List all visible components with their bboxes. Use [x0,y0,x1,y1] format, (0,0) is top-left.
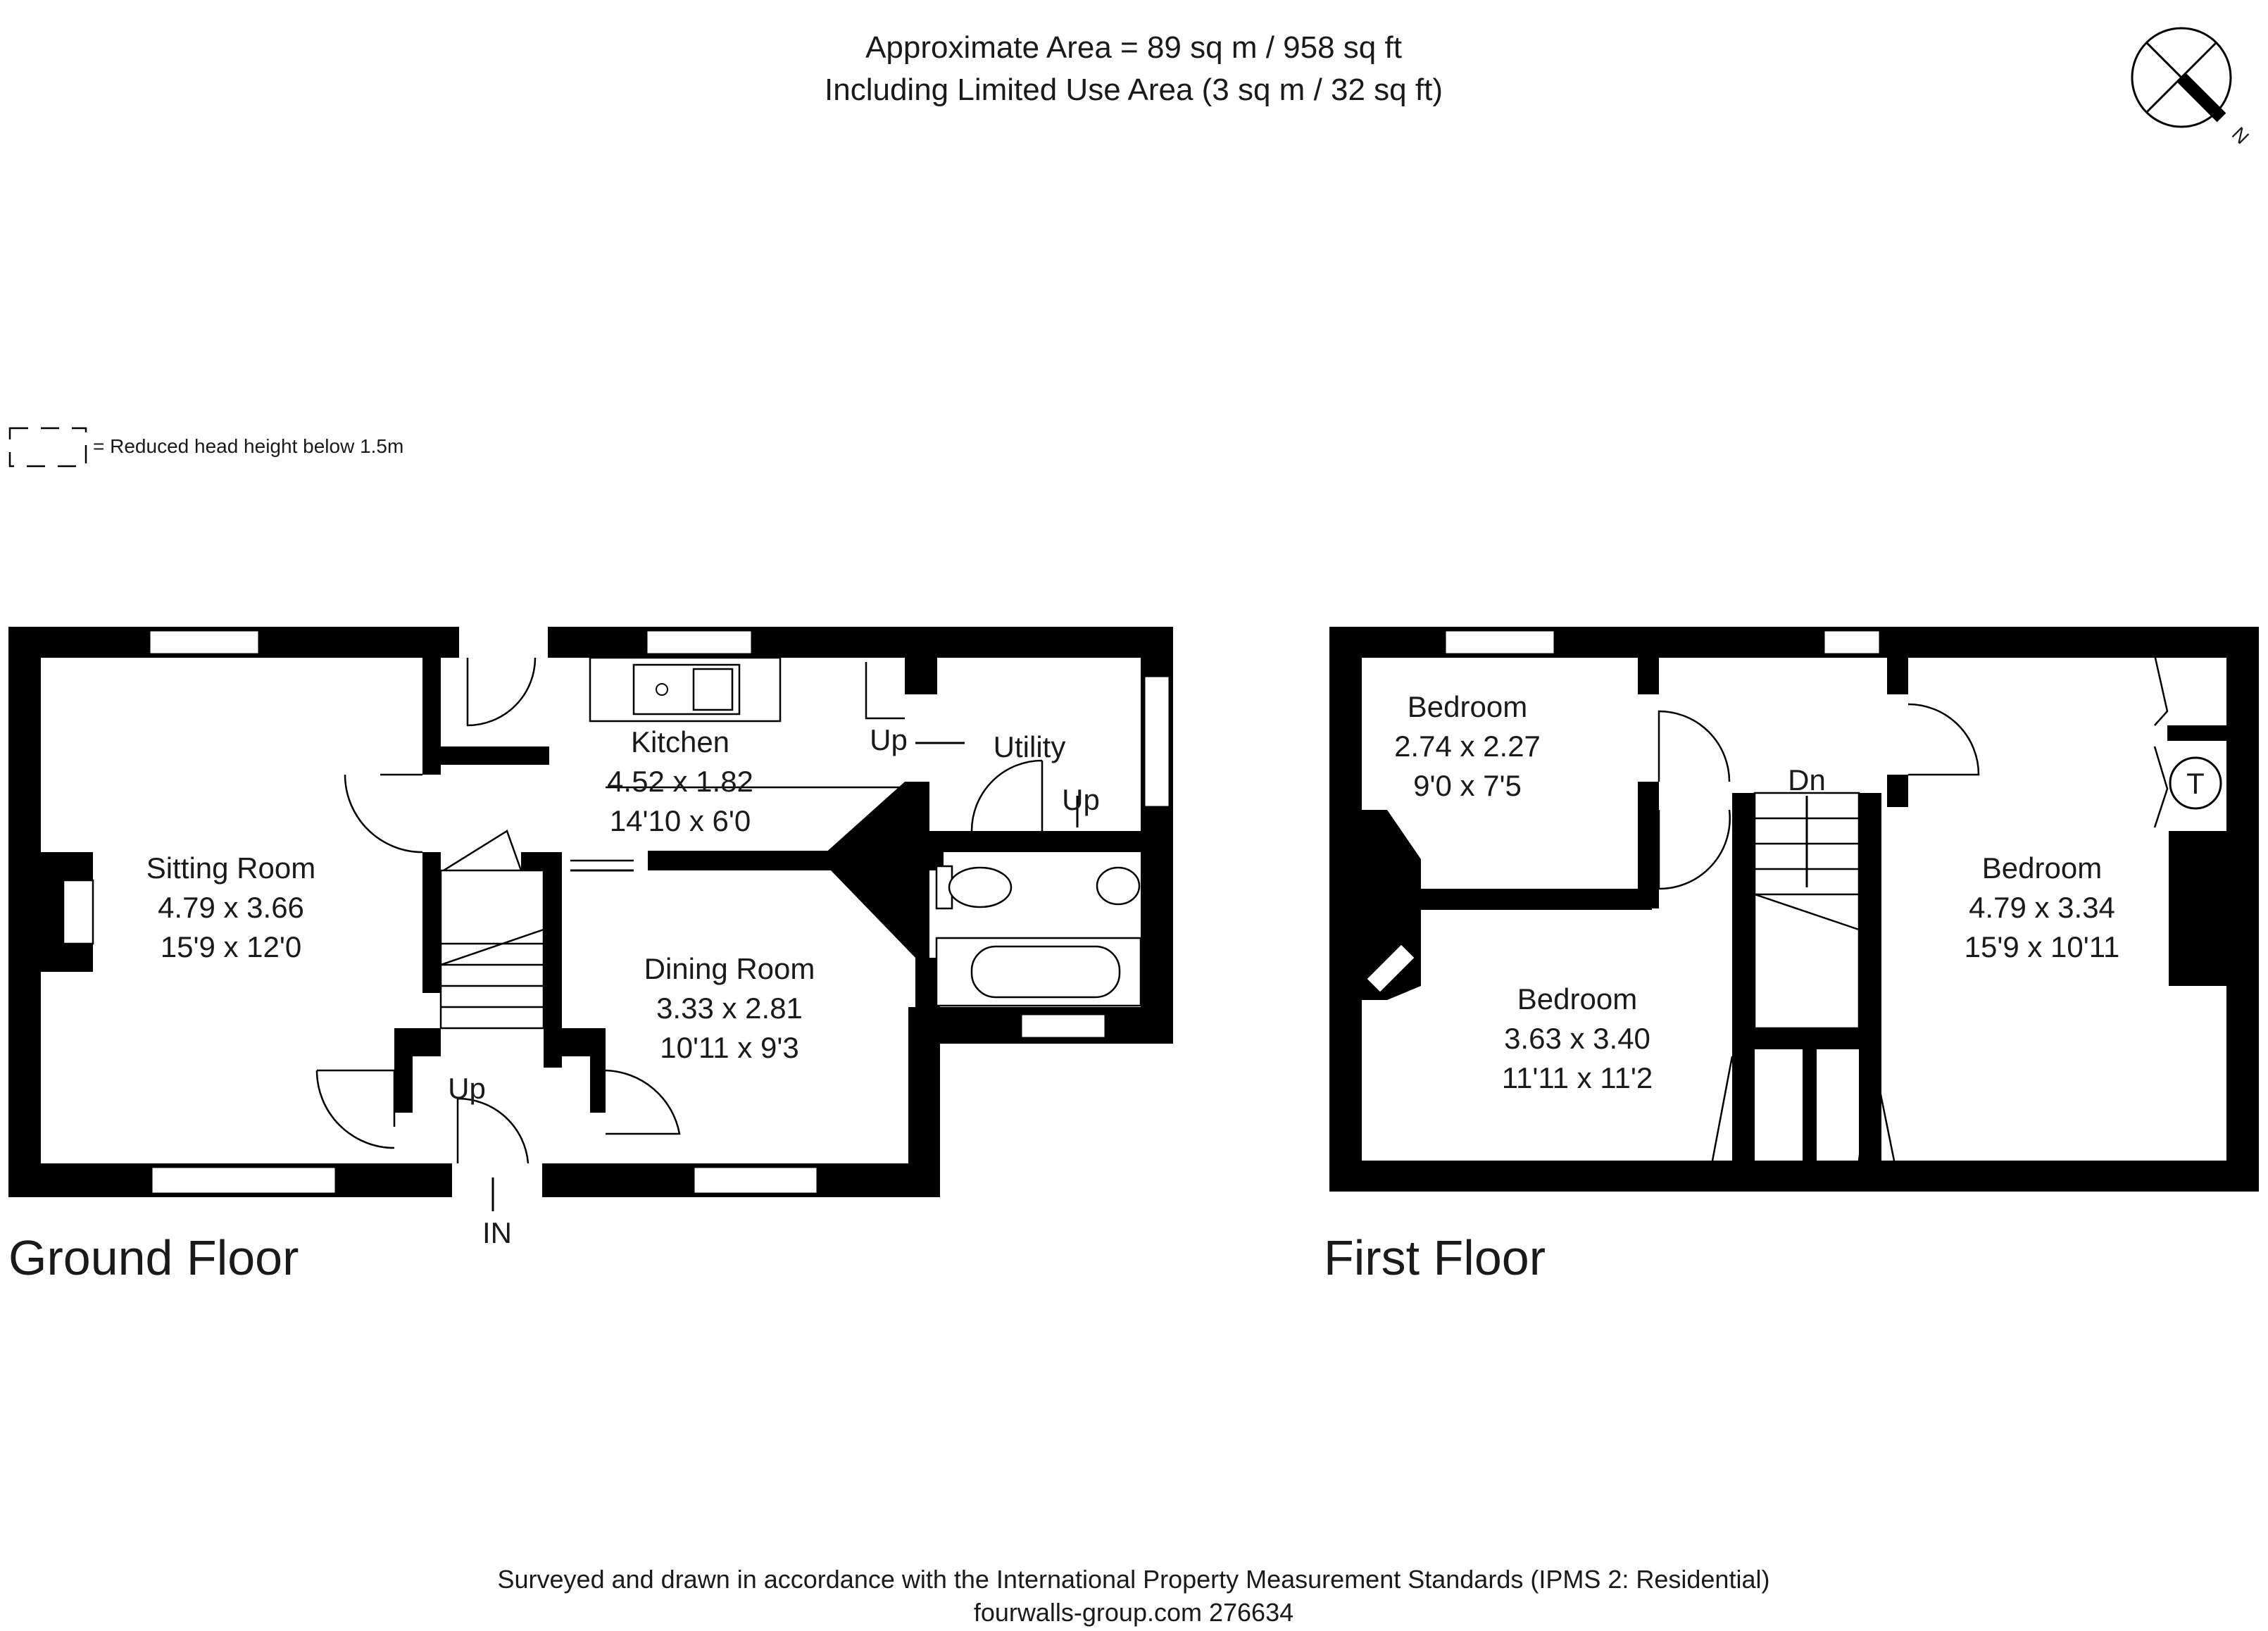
kitchen-name: Kitchen [631,725,729,758]
toilet-icon [935,865,1013,910]
ground-floor-title: Ground Floor [8,1230,299,1285]
bedroom-right-metric: 4.79 x 3.34 [1969,891,2115,924]
stairs-up-label: Up [448,1072,486,1105]
entrance-label: IN [482,1216,512,1249]
bedroom-small-imperial: 9'0 x 7'5 [1413,769,1522,802]
kitchen-imperial: 14'10 x 6'0 [610,804,751,837]
first-floor-stairs [1753,792,1860,1030]
sitting-room-name: Sitting Room [146,851,315,885]
survey-reference: fourwalls-group.com 276634 [974,1598,1293,1627]
dining-room-metric: 3.33 x 2.81 [656,992,803,1025]
bedroom-right-imperial: 15'9 x 10'11 [1965,930,2120,963]
ground-floor-plan: Sitting Room 4.79 x 3.66 15'9 x 12'0 Kit… [8,627,1173,1249]
first-floor-plan: T Bedroom 2.74 x 2.27 9'0 x 7'5 Bedroom … [1329,627,2259,1192]
bedroom-right-name: Bedroom [1982,851,2102,885]
bedroom-middle-metric: 3.63 x 3.40 [1504,1022,1650,1055]
ground-floor-stairs [439,830,545,1030]
survey-standard-note: Surveyed and drawn in accordance with th… [498,1565,1770,1594]
bedroom-middle-name: Bedroom [1517,982,1637,1016]
bedroom-middle-imperial: 11'11 x 11'2 [1502,1061,1653,1094]
limited-use-area-summary: Including Limited Use Area (3 sq m / 32 … [825,73,1443,107]
utility-step-up-label: Up [1062,783,1100,816]
dining-room-name: Dining Room [644,952,815,985]
bedroom-small-name: Bedroom [1408,690,1527,723]
stairs-down-label: Dn [1788,763,1826,796]
bath-icon [935,937,1142,1007]
kitchen-metric: 4.52 x 1.82 [607,765,753,798]
bedroom-small-metric: 2.74 x 2.27 [1394,730,1541,763]
compass-icon: N [2131,27,2253,149]
compass-north-label: N [2228,123,2253,148]
legend-text: = Reduced head height below 1.5m [93,435,403,457]
kitchen-sink-icon [589,656,782,723]
sitting-room-metric: 4.79 x 3.66 [158,891,304,924]
first-floor-title: First Floor [1324,1230,1546,1285]
sitting-room-imperial: 15'9 x 12'0 [161,930,302,963]
tank-label: T [2186,767,2205,800]
kitchen-step-up-label: Up [870,723,908,756]
dining-room-imperial: 10'11 x 9'3 [660,1031,798,1064]
utility-name: Utility [994,730,1066,763]
area-summary: Approximate Area = 89 sq m / 958 sq ft [865,30,1402,65]
basin-icon [1096,866,1141,906]
legend-dashed-box-icon [8,427,87,468]
hot-water-tank-icon: T [2169,756,2222,810]
